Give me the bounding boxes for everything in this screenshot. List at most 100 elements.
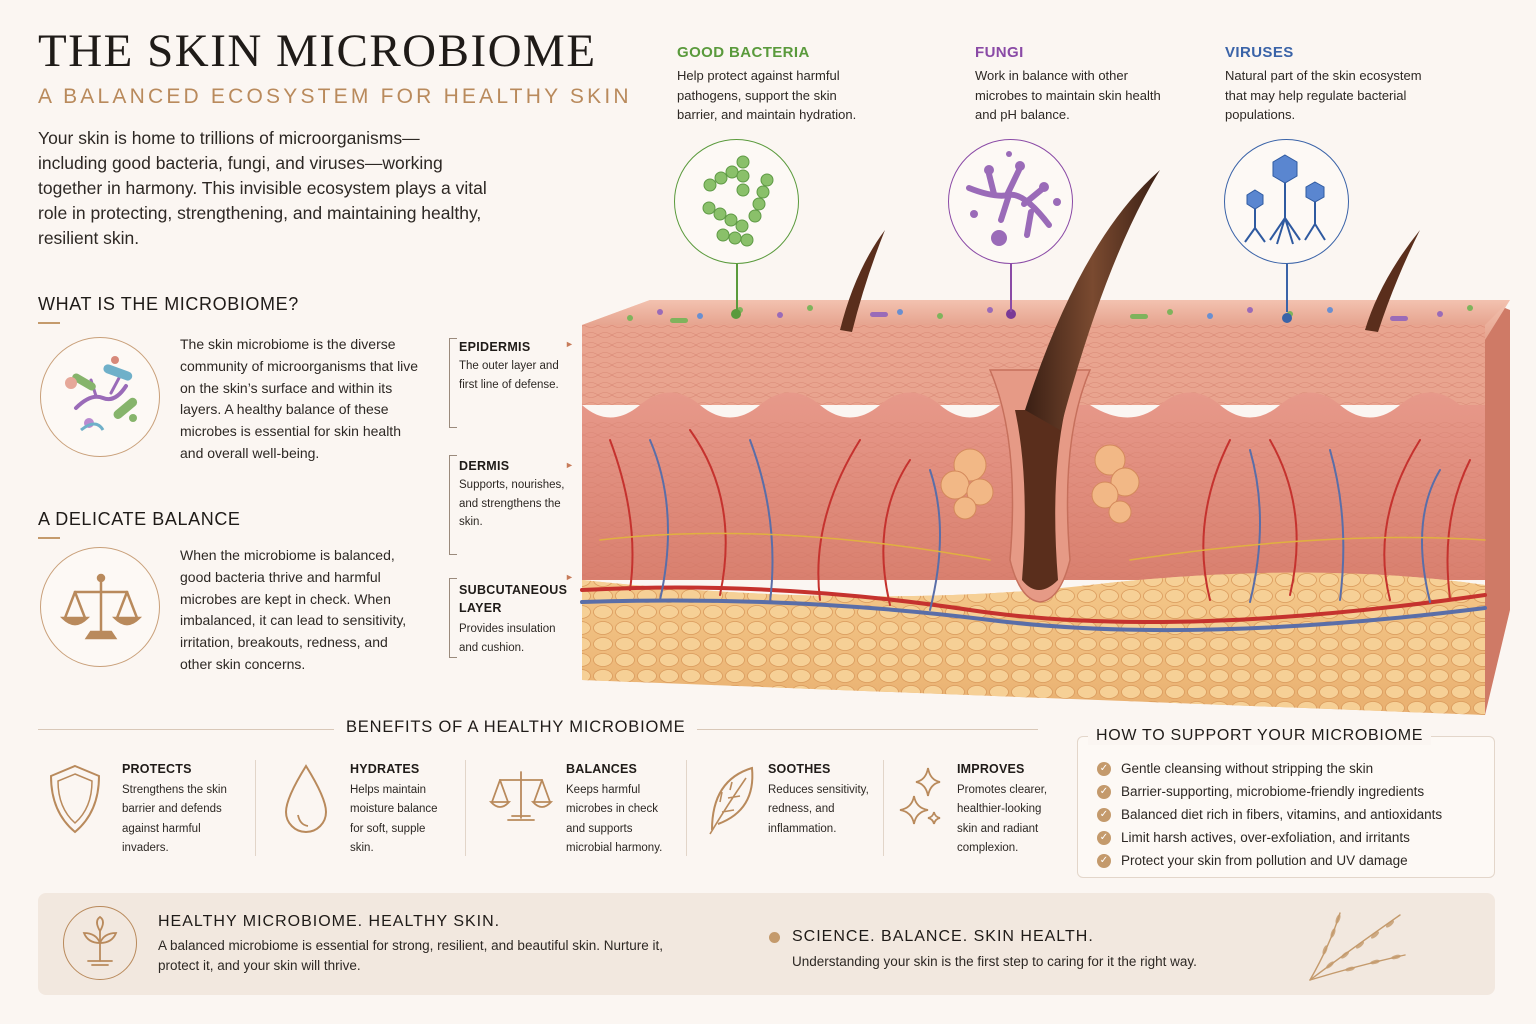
- footer-left-title: HEALTHY MICROBIOME. HEALTHY SKIN.: [158, 913, 501, 930]
- bracket-tick: [449, 338, 457, 339]
- check-icon: ✓: [1097, 807, 1111, 822]
- arrow-icon: ►: [565, 339, 574, 349]
- footer-left-text: A balanced microbiome is essential for s…: [158, 938, 663, 973]
- virus-icon: [1224, 139, 1349, 264]
- skin-cross-section-illustration: [580, 170, 1510, 715]
- benefit-title: SOOTHES: [768, 762, 831, 776]
- callout-line: [1010, 264, 1012, 312]
- bacteria-illustration: [702, 155, 774, 247]
- droplet-icon: [284, 764, 328, 833]
- bracket-tick: [449, 657, 457, 658]
- balance-scale-icon: [40, 547, 160, 667]
- viruses-callout: VIRUSES Natural part of the skin ecosyst…: [1225, 44, 1425, 125]
- support-item: ✓ Barrier-supporting, microbiome-friendly…: [1097, 780, 1442, 803]
- scale-illustration: [59, 573, 143, 640]
- footer-banner: [38, 893, 1495, 995]
- benefit-description: Strengthens the skin barrier and defends…: [122, 784, 227, 854]
- benefit-separator: [686, 760, 687, 856]
- epidermis-bracket: [449, 338, 450, 428]
- fungi-illustration: [966, 151, 1061, 246]
- layer-label: SUBCUTANEOUS LAYER: [459, 583, 568, 615]
- plant-illustration: [82, 915, 118, 966]
- benefits-heading: BENEFITS OF A HEALTHY MICROBIOME: [334, 718, 698, 737]
- benefit-separator: [465, 760, 466, 856]
- layer-label: DERMIS: [459, 459, 510, 473]
- support-item-text: Limit harsh actives, over-exfoliation, a…: [1121, 830, 1410, 845]
- plant-icon: [63, 906, 137, 980]
- benefit-description: Reduces sensitivity, redness, and inflam…: [768, 784, 869, 835]
- footer-right-text: Understanding your skin is the first ste…: [792, 954, 1197, 969]
- support-item-text: Protect your skin from pollution and UV …: [1121, 853, 1408, 868]
- layer-description: The outer layer and first line of defens…: [459, 360, 559, 391]
- microbe-description: Work in balance with other microbes to m…: [975, 68, 1161, 123]
- arrow-icon: ►: [565, 572, 574, 582]
- callout-line: [736, 264, 738, 312]
- microbe-title: GOOD BACTERIA: [677, 44, 810, 61]
- bracket-tick: [449, 427, 457, 428]
- layer-description: Supports, nourishes, and strengthens the…: [459, 479, 565, 528]
- layer-subcutaneous: SUBCUTANEOUS LAYER Provides insulation a…: [459, 581, 568, 657]
- bullet-dot-icon: [769, 932, 780, 943]
- balance-heading: A DELICATE BALANCE: [38, 509, 241, 539]
- balance-text: When the microbiome is balanced, good ba…: [180, 547, 407, 672]
- microbe-title: FUNGI: [975, 44, 1024, 61]
- leaf-icon: [709, 766, 754, 835]
- botanical-sprig-icon: [1309, 912, 1406, 981]
- what-is-heading: WHAT IS THE MICROBIOME?: [38, 294, 299, 324]
- heading-divider: [38, 537, 60, 539]
- layer-description: Provides insulation and cushion.: [459, 623, 556, 654]
- support-item: ✓ Protect your skin from pollution and UV…: [1097, 849, 1442, 872]
- fungi-icon: [948, 139, 1073, 264]
- bracket-tick: [449, 455, 457, 456]
- support-item: ✓ Limit harsh actives, over-exfoliation, …: [1097, 826, 1442, 849]
- fungi-callout: FUNGI Work in balance with other microbe…: [975, 44, 1165, 125]
- scale-icon: [488, 771, 554, 821]
- microbes-icon: [40, 337, 160, 457]
- benefit-title: PROTECTS: [122, 762, 192, 776]
- layer-dermis: DERMIS Supports, nourishes, and strength…: [459, 459, 571, 532]
- balance-heading-text: A DELICATE BALANCE: [38, 509, 241, 529]
- support-item-text: Balanced diet rich in fibers, vitamins, …: [1121, 807, 1443, 822]
- benefit-title: HYDRATES: [350, 762, 420, 776]
- page-title: THE SKIN MICROBIOME: [38, 25, 597, 77]
- callout-line: [1286, 264, 1288, 312]
- benefit-separator: [255, 760, 256, 856]
- support-heading: HOW TO SUPPORT YOUR MICROBIOME: [1088, 727, 1432, 745]
- microbe-description: Help protect against harmful pathogens, …: [677, 68, 857, 123]
- bacteria-icon: [674, 139, 799, 264]
- shield-icon: [49, 764, 101, 834]
- check-icon: ✓: [1097, 853, 1111, 868]
- check-icon: ✓: [1097, 830, 1111, 845]
- heading-divider: [38, 322, 60, 324]
- bracket-tick: [449, 578, 457, 579]
- subcutaneous-bracket: [449, 578, 450, 658]
- microbe-title: VIRUSES: [1225, 44, 1294, 61]
- what-is-heading-text: WHAT IS THE MICROBIOME?: [38, 294, 299, 314]
- layer-epidermis: EPIDERMIS The outer layer and first line…: [459, 340, 571, 394]
- check-icon: ✓: [1097, 761, 1111, 776]
- microbe-description: Natural part of the skin ecosystem that …: [1225, 68, 1422, 123]
- support-item: ✓ Gentle cleansing without stripping the …: [1097, 757, 1442, 780]
- check-icon: ✓: [1097, 784, 1111, 799]
- benefit-separator: [883, 760, 884, 856]
- good-bacteria-callout: GOOD BACTERIA Help protect against harmf…: [677, 44, 877, 125]
- benefit-description: Promotes clearer, healthier-looking skin…: [957, 784, 1048, 854]
- benefit-title: IMPROVES: [957, 762, 1025, 776]
- bracket-tick: [449, 554, 457, 555]
- footer-right-title: SCIENCE. BALANCE. SKIN HEALTH.: [792, 928, 1094, 945]
- intro-paragraph: Your skin is home to trillions of microo…: [38, 128, 487, 248]
- virus-illustration: [1244, 154, 1326, 245]
- support-list: ✓ Gentle cleansing without stripping the …: [1097, 757, 1442, 872]
- support-panel: [1077, 736, 1495, 878]
- arrow-icon: ►: [565, 460, 574, 470]
- benefit-title: BALANCES: [566, 762, 638, 776]
- support-item-text: Gentle cleansing without stripping the s…: [1121, 761, 1374, 776]
- page-subtitle: A BALANCED ECOSYSTEM FOR HEALTHY SKIN: [38, 85, 632, 108]
- benefit-description: Helps maintain moisture balance for soft…: [350, 784, 438, 854]
- support-item: ✓ Balanced diet rich in fibers, vitamins,…: [1097, 803, 1442, 826]
- microbes-illustration: [65, 356, 138, 432]
- what-is-text: The skin microbiome is the diverse commu…: [180, 336, 419, 461]
- benefit-description: Keeps harmful microbes in check and supp…: [566, 784, 663, 854]
- support-item-text: Barrier-supporting, microbiome-friendly …: [1121, 784, 1425, 799]
- layer-label: EPIDERMIS: [459, 340, 531, 354]
